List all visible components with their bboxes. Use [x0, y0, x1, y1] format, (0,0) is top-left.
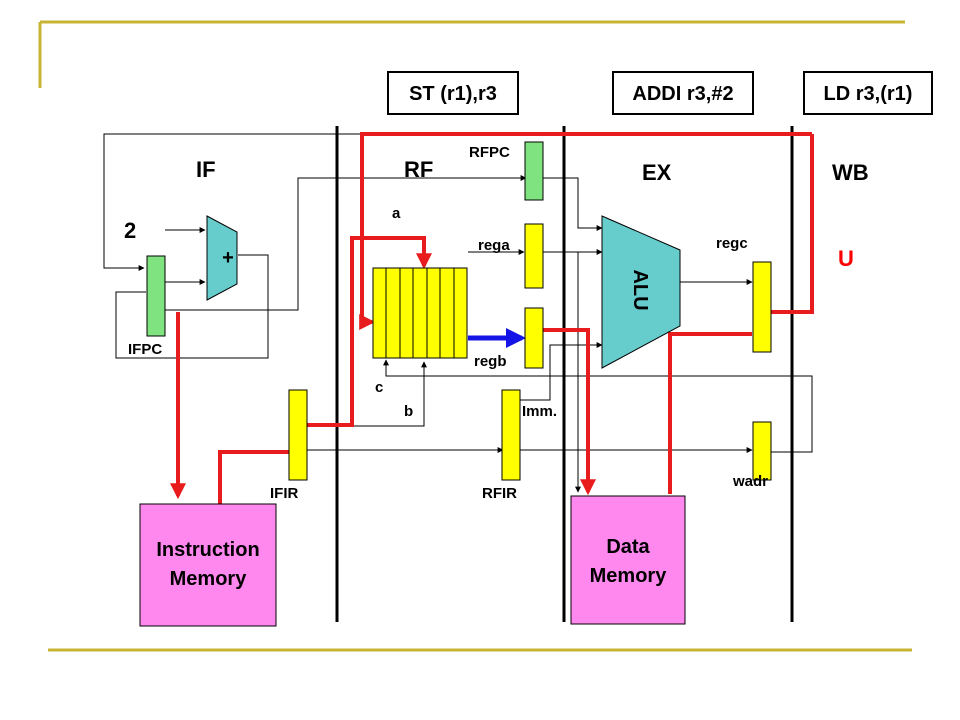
ifir-label: IFIR: [270, 485, 298, 502]
instruction-memory: Instruction Memory: [139, 503, 277, 627]
instruction-box-addi: ADDI r3,#2: [612, 71, 754, 115]
alu-label: ALU: [629, 269, 651, 310]
stage-label-ex: EX: [642, 160, 672, 185]
instruction-label-addi: ADDI r3,#2: [632, 83, 733, 105]
rega-label: rega: [478, 237, 510, 254]
instruction-memory-label-line2: Memory: [170, 568, 248, 590]
red-path-to-regfile: [359, 132, 812, 330]
regc-label: regc: [716, 235, 748, 252]
stage-label-if: IF: [196, 157, 216, 182]
red-path-a-port: [305, 236, 432, 427]
rfpc-label: RFPC: [469, 144, 510, 161]
rfpc-register: [524, 141, 544, 201]
pc-increment-label: 2: [124, 218, 136, 243]
instruction-box-ld: LD r3,(r1): [803, 71, 933, 115]
regc-register: [752, 261, 772, 353]
stage-separators: [335, 126, 794, 622]
adder-plus-symbol: +: [222, 247, 234, 269]
port-a-label: a: [392, 205, 401, 222]
register-file: [372, 267, 468, 359]
red-path-dmem-to-regc: [668, 332, 752, 494]
data-memory: Data Memory: [570, 495, 686, 625]
instruction-memory-label-line1: Instruction: [156, 539, 259, 561]
port-b-label: b: [404, 403, 413, 420]
instruction-box-st: ST (r1),r3: [387, 71, 519, 115]
stage-label-wb: WB: [832, 160, 869, 185]
red-path-regb-to-dmem: [542, 328, 596, 496]
pc-adder: +: [206, 215, 238, 301]
data-memory-label-line1: Data: [606, 536, 650, 558]
wadr-register: [752, 421, 772, 481]
red-path-wb-feedback: [770, 134, 814, 314]
ifir-register: [288, 389, 308, 481]
ifpc-label: IFPC: [128, 341, 162, 358]
data-memory-label-line2: Memory: [590, 565, 668, 587]
slide-frame: [38, 20, 912, 652]
wadr-label: wadr: [732, 473, 768, 490]
red-path-imem-to-ifir: [218, 450, 294, 508]
alu: ALU: [601, 215, 681, 369]
imm-label: Imm.: [522, 403, 557, 420]
rega-register: [524, 223, 544, 289]
regb-label: regb: [474, 353, 507, 370]
port-c-label: c: [375, 379, 383, 396]
regb-register: [524, 307, 544, 369]
active-paths: [170, 132, 814, 508]
rfir-label: RFIR: [482, 485, 517, 502]
instruction-label-st: ST (r1),r3: [409, 83, 497, 105]
ifpc-register: [146, 255, 166, 337]
rfir-register: [501, 389, 521, 481]
instruction-label-ld: LD r3,(r1): [824, 83, 913, 105]
wires: [103, 133, 813, 493]
u-label: U: [838, 246, 854, 271]
